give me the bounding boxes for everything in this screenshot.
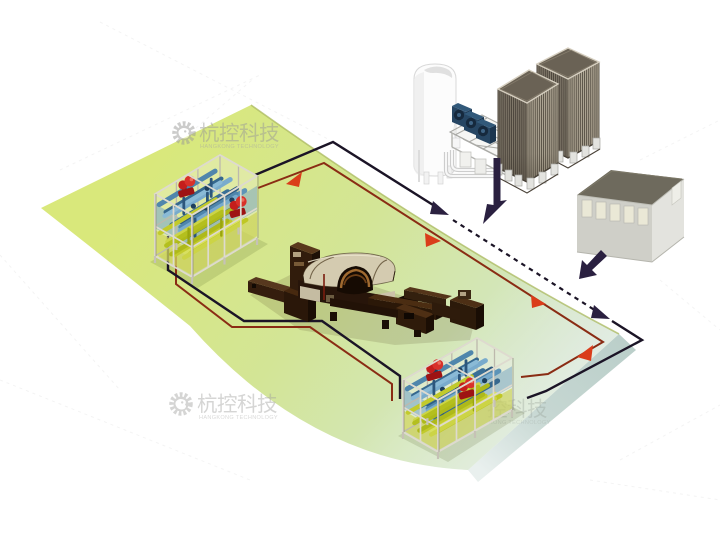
svg-text:HANGKONG TECHNOLOGY: HANGKONG TECHNOLOGY — [200, 144, 279, 150]
svg-text:杭控科技: 杭控科技 — [199, 122, 279, 145]
svg-text:KONG TECHNOLOGY: KONG TECHNOLOGY — [489, 420, 551, 426]
svg-text:HANGKONG TECHNOLOGY: HANGKONG TECHNOLOGY — [199, 415, 278, 421]
svg-text:杭控科技: 杭控科技 — [197, 393, 277, 416]
